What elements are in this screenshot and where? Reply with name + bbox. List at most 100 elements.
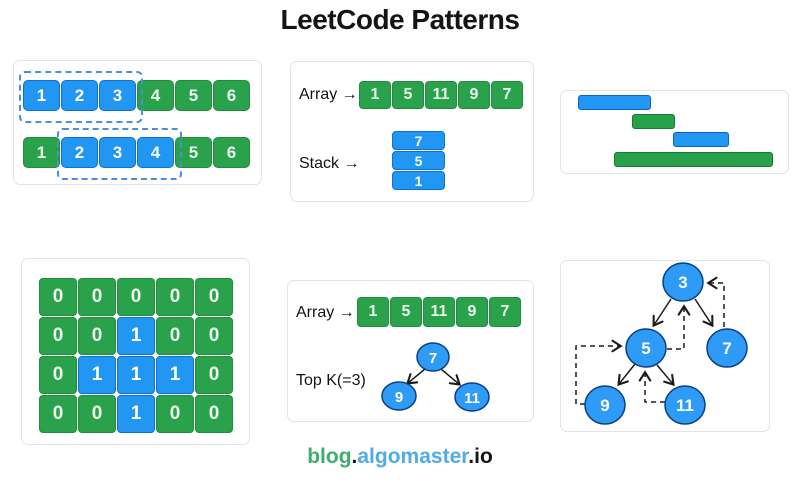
matrix-cell: 0 bbox=[39, 278, 77, 316]
footer-io: io bbox=[474, 445, 493, 468]
tree-edge bbox=[656, 364, 675, 387]
array-cell: 3 bbox=[99, 137, 136, 168]
matrix-cell: 0 bbox=[117, 278, 155, 316]
tree-svg: 3 5 7 9 11 bbox=[575, 262, 748, 425]
page-title: LeetCode Patterns bbox=[280, 4, 520, 35]
window-highlight bbox=[57, 128, 182, 180]
array-cell: 1 bbox=[357, 297, 389, 327]
heap-edge bbox=[440, 368, 462, 386]
panel-sliding-window: 1 2 3 4 5 6 1 2 3 4 5 6 bbox=[13, 60, 262, 185]
array-cell: 4 bbox=[137, 137, 174, 168]
array-label: Array → bbox=[299, 86, 358, 103]
matrix-cell: 0 bbox=[39, 356, 77, 394]
tree-node-label: 9 bbox=[600, 396, 609, 415]
stack-label: Stack → bbox=[299, 155, 360, 172]
array-cell: 1 bbox=[359, 81, 391, 109]
panel-top-k: Array → 1 5 11 9 7 Top K(=3) 7 9 11 bbox=[287, 280, 534, 422]
matrix-cell: 0 bbox=[195, 356, 233, 394]
back-edge bbox=[575, 339, 623, 405]
array-cell: 5 bbox=[390, 297, 422, 327]
window-highlight bbox=[19, 71, 143, 123]
tree-node bbox=[664, 385, 706, 425]
array-cell: 9 bbox=[458, 81, 490, 109]
array-cell: 1 bbox=[23, 137, 60, 168]
stack-cell: 7 bbox=[392, 131, 445, 150]
array-cell: 11 bbox=[425, 81, 457, 109]
top-k-label: Top K(=3) bbox=[296, 372, 366, 389]
tree-node bbox=[625, 328, 667, 368]
matrix-cell: 0 bbox=[195, 395, 233, 433]
array-cell: 5 bbox=[392, 81, 424, 109]
footer-dot: . bbox=[468, 445, 475, 468]
tree-edge bbox=[652, 298, 672, 328]
stack-cell: 5 bbox=[392, 151, 445, 170]
matrix-cell: 0 bbox=[195, 278, 233, 316]
array-cell: 5 bbox=[175, 80, 212, 111]
matrix-cell: 0 bbox=[78, 317, 116, 355]
heap-node-label: 7 bbox=[429, 350, 437, 367]
tree-node-label: 5 bbox=[641, 339, 650, 358]
array-cell: 6 bbox=[213, 137, 250, 168]
footer-dot: . bbox=[351, 445, 358, 468]
panel-array-stack: Array → 1 5 11 9 7 Stack → 7 5 1 bbox=[290, 61, 534, 202]
footer-algomaster: algomaster bbox=[357, 445, 469, 468]
back-edge bbox=[638, 370, 665, 403]
interval-bar bbox=[632, 114, 675, 129]
heap-edge bbox=[405, 368, 426, 385]
sliding-window-row-1: 1 2 3 4 5 6 bbox=[23, 80, 250, 111]
interval-bar bbox=[614, 152, 773, 167]
array-row: 1 5 11 9 7 bbox=[357, 297, 521, 327]
footer-link[interactable]: blog.algomaster.io bbox=[0, 445, 800, 469]
array-cell: 7 bbox=[489, 297, 521, 327]
matrix-cell: 0 bbox=[156, 395, 194, 433]
interval-bar bbox=[578, 95, 651, 110]
panel-tree: 3 5 7 9 11 bbox=[560, 260, 770, 432]
matrix-cell: 0 bbox=[78, 395, 116, 433]
tree-node-label: 3 bbox=[678, 273, 687, 292]
panel-matrix: 0 0 0 0 0 0 0 1 0 0 0 1 1 1 0 0 0 1 0 0 bbox=[21, 258, 250, 445]
matrix-cell: 0 bbox=[156, 317, 194, 355]
heap-node bbox=[381, 381, 417, 411]
matrix-cell: 1 bbox=[78, 356, 116, 394]
tree-node-label: 11 bbox=[676, 396, 694, 415]
tree-node bbox=[706, 328, 748, 368]
array-cell: 7 bbox=[491, 81, 523, 109]
heap-node bbox=[416, 342, 450, 372]
matrix-cell: 1 bbox=[117, 317, 155, 355]
array-row: 1 5 11 9 7 bbox=[359, 81, 523, 109]
array-cell: 2 bbox=[61, 80, 98, 111]
stack-column: 7 5 1 bbox=[392, 131, 445, 190]
array-label: Array → bbox=[296, 304, 355, 321]
heap-node bbox=[454, 382, 490, 412]
array-cell: 4 bbox=[137, 80, 174, 111]
footer-blog: blog bbox=[307, 445, 352, 468]
matrix-cell: 0 bbox=[78, 278, 116, 316]
matrix-cell: 0 bbox=[39, 317, 77, 355]
matrix-cell: 1 bbox=[156, 356, 194, 394]
tree-node-label: 7 bbox=[722, 339, 731, 358]
array-cell: 6 bbox=[213, 80, 250, 111]
array-cell: 11 bbox=[423, 297, 455, 327]
stack-cell: 1 bbox=[392, 171, 445, 190]
tree-edge bbox=[617, 363, 636, 387]
matrix-cell: 1 bbox=[117, 356, 155, 394]
tree-edge bbox=[694, 298, 714, 328]
matrix-cell: 0 bbox=[39, 395, 77, 433]
tree-node bbox=[662, 262, 704, 302]
heap-svg: 7 9 11 bbox=[381, 342, 490, 412]
array-cell: 9 bbox=[456, 297, 488, 327]
matrix-cell: 1 bbox=[117, 395, 155, 433]
array-cell: 1 bbox=[23, 80, 60, 111]
interval-bar bbox=[673, 132, 729, 147]
heap-node-label: 11 bbox=[464, 390, 480, 407]
tree-node bbox=[584, 385, 626, 425]
array-cell: 2 bbox=[61, 137, 98, 168]
matrix-grid: 0 0 0 0 0 0 0 1 0 0 0 1 1 1 0 0 0 1 0 0 bbox=[39, 278, 233, 433]
back-edge bbox=[706, 276, 725, 327]
matrix-cell: 0 bbox=[195, 317, 233, 355]
back-edge bbox=[667, 304, 691, 350]
matrix-cell: 0 bbox=[156, 278, 194, 316]
array-cell: 3 bbox=[99, 80, 136, 111]
panel-intervals bbox=[560, 90, 789, 174]
heap-node-label: 9 bbox=[395, 389, 403, 406]
